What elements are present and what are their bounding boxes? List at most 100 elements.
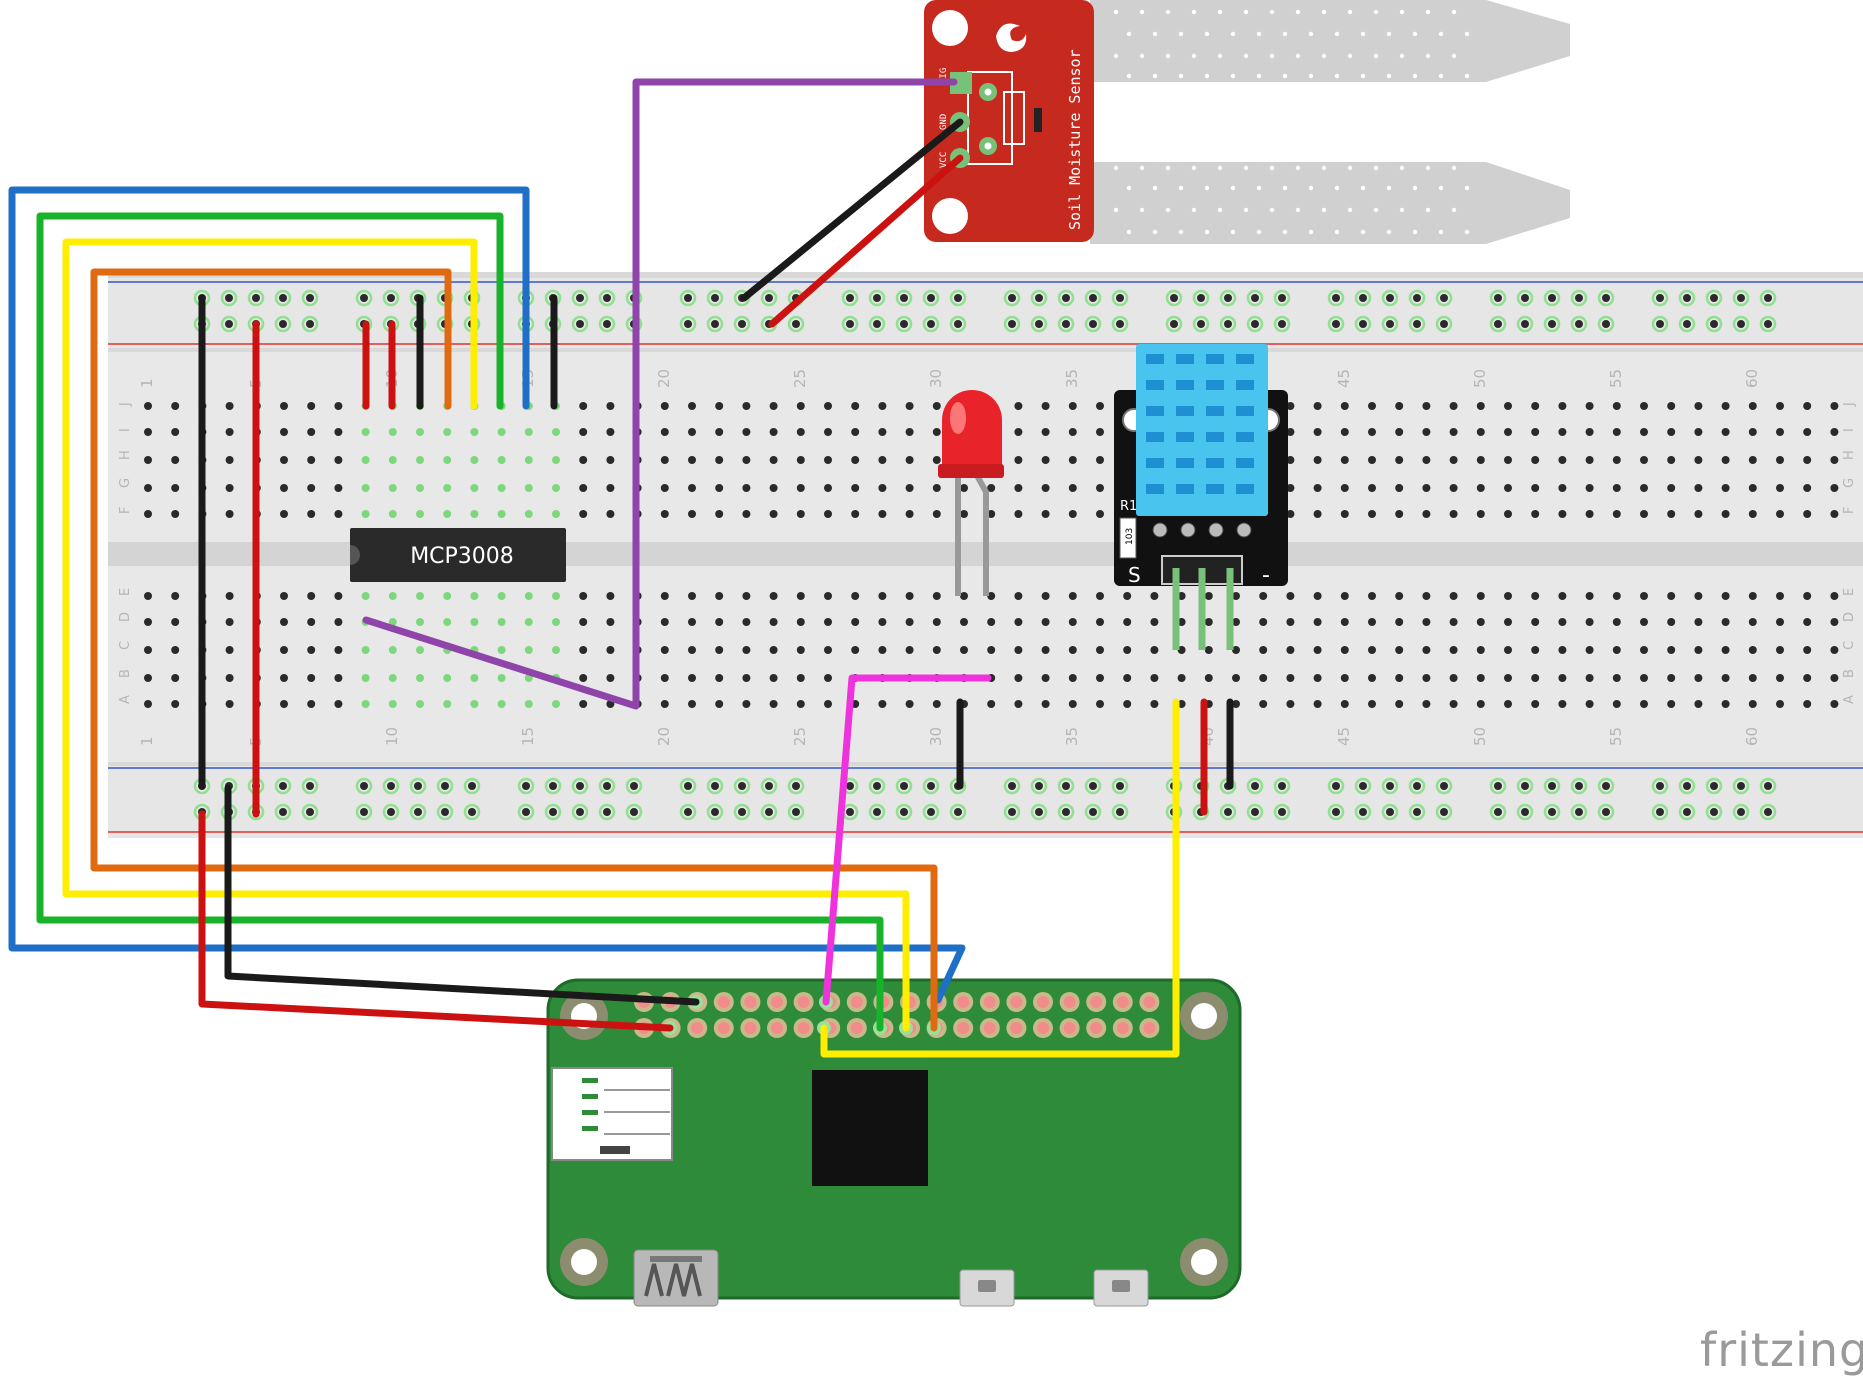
breadboard-hole xyxy=(688,456,696,464)
rail-hole xyxy=(1413,808,1421,816)
dht-vent-slot xyxy=(1236,458,1254,468)
breadboard-hole xyxy=(443,700,452,708)
breadboard-hole xyxy=(1776,646,1784,654)
gpio-pin xyxy=(744,996,757,1008)
probe-dot xyxy=(1152,31,1158,37)
breadboard-hole xyxy=(1585,618,1594,626)
breadboard-hole xyxy=(497,456,506,464)
rail-hole-ring xyxy=(571,315,589,333)
rail-hole xyxy=(711,320,719,328)
breadboard-hole xyxy=(361,510,370,518)
rail-hole-ring xyxy=(1732,315,1750,333)
breadboard-hole xyxy=(1830,618,1839,626)
rail-hole-ring xyxy=(301,289,319,307)
breadboard-hole xyxy=(280,428,288,436)
breadboard-hole xyxy=(1612,646,1621,654)
rail-hole xyxy=(1089,782,1097,790)
row-letter: B xyxy=(118,669,133,678)
probe-dot xyxy=(1204,73,1210,79)
breadboard-hole xyxy=(1422,618,1431,626)
breadboard-hole xyxy=(307,510,316,518)
probe-dot xyxy=(1230,229,1236,235)
probe-dot xyxy=(1321,165,1327,171)
breadboard-hole xyxy=(1585,456,1594,464)
gpio-pin xyxy=(983,996,996,1008)
probe-dot xyxy=(1334,31,1340,37)
dht-vent-slot xyxy=(1176,354,1194,364)
breadboard-hole xyxy=(1368,618,1376,626)
probe-dot xyxy=(1360,185,1366,191)
breadboard-hole xyxy=(1286,674,1295,682)
probe-dot xyxy=(1347,165,1353,171)
rail-hole-ring xyxy=(760,289,778,307)
pi-soc-chip xyxy=(812,1070,928,1186)
rail-hole-ring xyxy=(220,315,238,333)
rail-hole-ring xyxy=(706,289,724,307)
breadboard-hole xyxy=(524,510,533,518)
breadboard-hole xyxy=(851,484,860,492)
breadboard-hole xyxy=(742,428,751,436)
breadboard-hole xyxy=(1531,592,1540,600)
breadboard-hole xyxy=(1150,592,1159,600)
breadboard-hole xyxy=(1340,700,1349,708)
breadboard-hole xyxy=(1068,674,1077,682)
breadboard-hole xyxy=(1558,674,1567,682)
breadboard-hole xyxy=(1286,618,1295,626)
breadboard-hole xyxy=(416,484,424,492)
rail-hole xyxy=(1656,808,1664,816)
breadboard-hole xyxy=(769,674,778,682)
column-number-bottom: 1 xyxy=(138,736,156,746)
breadboard-hole xyxy=(742,674,751,682)
breadboard-hole xyxy=(1721,700,1730,708)
breadboard-hole xyxy=(688,700,696,708)
rail-hole xyxy=(900,782,908,790)
breadboard-hole xyxy=(1504,510,1512,518)
rail-hole xyxy=(1656,320,1664,328)
gpio-pin xyxy=(717,1022,730,1034)
sensor-header-outline-2 xyxy=(1003,91,1025,145)
breadboard-hole xyxy=(1204,674,1213,682)
probe-dot xyxy=(1165,53,1171,59)
probe-dot xyxy=(1438,229,1444,235)
breadboard-hole xyxy=(1395,510,1404,518)
rail-hole xyxy=(468,808,476,816)
wire-magenta-led xyxy=(822,674,992,1006)
breadboard-hole xyxy=(987,510,996,518)
breadboard-hole xyxy=(1721,618,1730,626)
dht-pin-minus-label: - xyxy=(1262,563,1270,588)
rail-hole-ring xyxy=(1219,803,1237,821)
rail-hole-ring xyxy=(1165,315,1183,333)
breadboard-hole xyxy=(416,646,424,654)
rail-hole xyxy=(1008,808,1016,816)
breadboard-hole xyxy=(1694,674,1703,682)
breadboard-hole xyxy=(1721,646,1730,654)
breadboard-hole xyxy=(171,510,180,518)
breadboard-hole xyxy=(769,402,778,410)
breadboard-hole xyxy=(1014,700,1023,708)
breadboard-hole xyxy=(280,456,288,464)
breadboard-hole xyxy=(307,674,316,682)
breadboard-hole xyxy=(905,510,914,518)
rail-hole-ring xyxy=(733,777,751,795)
probe-dot xyxy=(1139,207,1145,213)
fritzing-logo: fritzing xyxy=(1700,1323,1863,1377)
breadboard-hole xyxy=(796,510,805,518)
dht-vent-slot xyxy=(1206,380,1224,390)
rail-hole xyxy=(1062,808,1070,816)
breadboard-hole xyxy=(1068,402,1077,410)
rail-hole xyxy=(1224,808,1232,816)
rail-hole-ring xyxy=(895,803,913,821)
probe-dot xyxy=(1243,207,1249,213)
rail-hole xyxy=(1521,294,1529,302)
rail-hole-ring xyxy=(1084,315,1102,333)
breadboard-hole xyxy=(1014,646,1023,654)
breadboard-hole xyxy=(660,700,669,708)
rail-hole-ring xyxy=(1084,289,1102,307)
rail-hole xyxy=(549,782,557,790)
breadboard-hole xyxy=(606,510,615,518)
breadboard-hole xyxy=(1014,674,1023,682)
breadboard-hole xyxy=(1667,484,1676,492)
probe-dot xyxy=(1152,73,1158,79)
rail-hole xyxy=(1764,808,1772,816)
rail-hole-ring xyxy=(1381,289,1399,307)
